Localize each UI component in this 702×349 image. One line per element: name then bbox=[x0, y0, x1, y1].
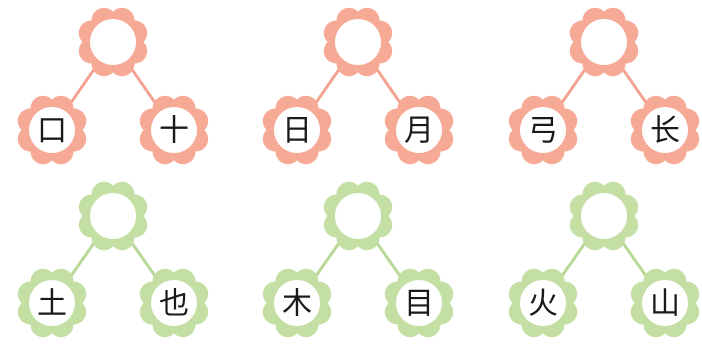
top-flower-blank bbox=[323, 181, 393, 251]
right-flower: 十 bbox=[139, 95, 209, 165]
flower-center bbox=[29, 107, 75, 153]
flower-character: 弓 bbox=[528, 114, 558, 149]
top-flower-blank bbox=[569, 7, 639, 77]
flower-character: 山 bbox=[650, 287, 680, 322]
flower-character: 目 bbox=[404, 287, 434, 322]
flower-character: 日 bbox=[282, 114, 312, 149]
left-flower: 土 bbox=[17, 268, 87, 338]
left-flower: 木 bbox=[262, 268, 332, 338]
flower-center bbox=[335, 193, 381, 239]
right-flower: 月 bbox=[384, 95, 454, 165]
flower-center bbox=[581, 19, 627, 65]
left-flower: 火 bbox=[508, 268, 578, 338]
left-flower: 日 bbox=[262, 95, 332, 165]
flower-character: 十 bbox=[159, 114, 189, 149]
flower-center bbox=[335, 19, 381, 65]
tree-row-2: 土也木目火山 bbox=[17, 181, 700, 338]
flower-center bbox=[90, 19, 136, 65]
top-flower-blank bbox=[78, 7, 148, 77]
flower-character: 月 bbox=[404, 114, 434, 149]
tree-row-1: 口十日月弓长 bbox=[17, 7, 700, 165]
top-flower-blank bbox=[78, 181, 148, 251]
flower-tree: 弓长 bbox=[508, 7, 700, 165]
flower-center bbox=[396, 280, 442, 326]
flower-center bbox=[642, 280, 688, 326]
flower-center bbox=[520, 107, 566, 153]
flower-character: 木 bbox=[282, 287, 312, 322]
flower-center bbox=[29, 280, 75, 326]
flower-tree: 土也 bbox=[17, 181, 209, 338]
flower-center bbox=[642, 107, 688, 153]
flower-character: 土 bbox=[37, 287, 67, 322]
flower-tree: 口十 bbox=[17, 7, 209, 165]
left-flower: 弓 bbox=[508, 95, 578, 165]
right-flower: 长 bbox=[630, 95, 700, 165]
flower-character: 也 bbox=[159, 287, 189, 322]
right-flower: 目 bbox=[384, 268, 454, 338]
left-flower: 口 bbox=[17, 95, 87, 165]
flower-tree: 日月 bbox=[262, 7, 454, 165]
flower-center bbox=[151, 107, 197, 153]
flower-center bbox=[151, 280, 197, 326]
flower-center bbox=[90, 193, 136, 239]
right-flower: 也 bbox=[139, 268, 209, 338]
top-flower-blank bbox=[323, 7, 393, 77]
flower-center bbox=[520, 280, 566, 326]
flower-center bbox=[274, 107, 320, 153]
flower-center bbox=[274, 280, 320, 326]
flower-tree: 木目 bbox=[262, 181, 454, 338]
top-flower-blank bbox=[569, 181, 639, 251]
flower-character: 长 bbox=[650, 114, 680, 149]
flower-center bbox=[396, 107, 442, 153]
flower-character: 口 bbox=[37, 114, 67, 149]
flower-character: 火 bbox=[528, 287, 558, 322]
flower-tree: 火山 bbox=[508, 181, 700, 338]
flower-center bbox=[581, 193, 627, 239]
right-flower: 山 bbox=[630, 268, 700, 338]
